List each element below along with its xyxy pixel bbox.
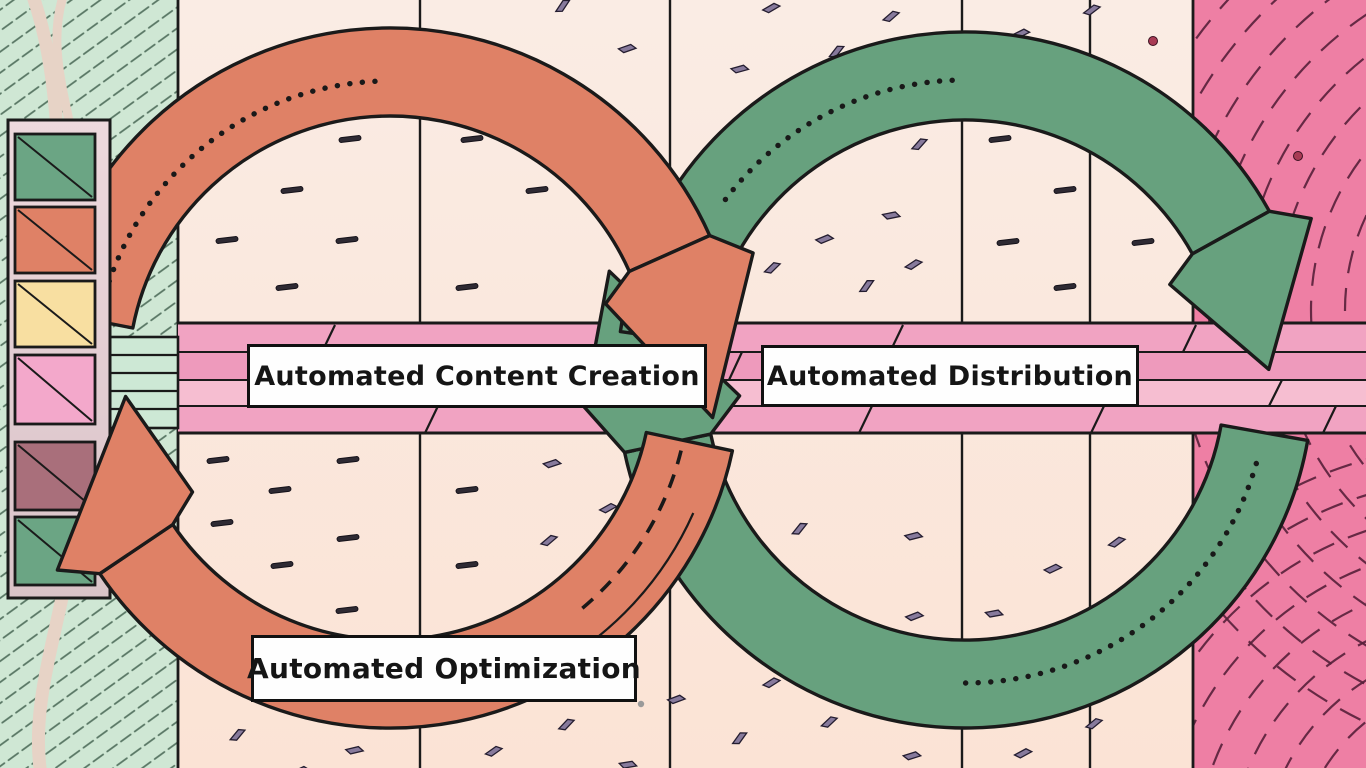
dotted-guide-line — [722, 77, 958, 203]
dotted-guide-line — [106, 78, 388, 284]
dashed-guide-line — [573, 450, 683, 616]
label-text-distribution: Automated Distribution — [766, 360, 1134, 392]
label-automated-optimization: Automated Optimization — [247, 635, 641, 702]
cycle-arrows-back — [44, 26, 1313, 730]
accent-dots — [637, 36, 1303, 708]
green-cycle-arrow-top — [618, 30, 1313, 372]
label-text-optimization: Automated Optimization — [247, 651, 642, 685]
gray-dot — [637, 700, 645, 708]
maroon-dot-1 — [1148, 36, 1158, 46]
salmon-cycle-arrow-top — [44, 26, 755, 420]
label-automated-content-creation: Automated Content Creation — [247, 344, 707, 408]
label-automated-distribution: Automated Distribution — [761, 345, 1139, 407]
maroon-dot-2 — [1293, 151, 1303, 161]
label-text-creation: Automated Content Creation — [254, 360, 700, 392]
